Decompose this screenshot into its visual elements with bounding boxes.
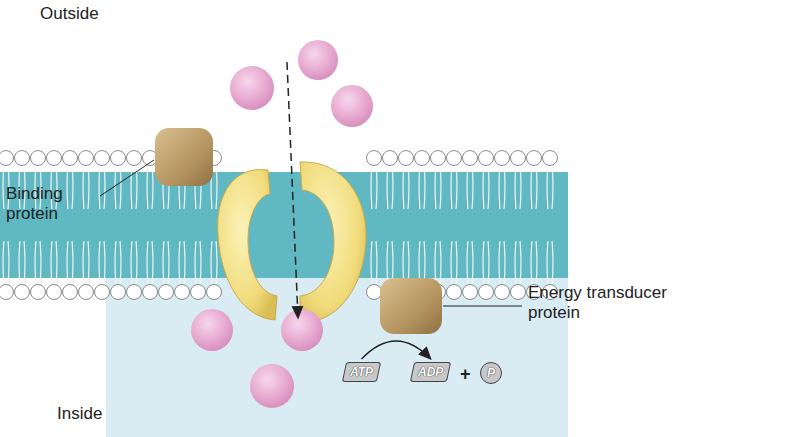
phosphate-circle: P: [480, 362, 502, 384]
transporter-half: [218, 170, 277, 320]
region-label: Inside: [57, 404, 102, 424]
plus-sign: +: [460, 364, 471, 385]
transport-path: [287, 62, 298, 318]
part-label: Binding protein: [6, 184, 106, 223]
leader-line: [443, 306, 522, 307]
region-label: Outside: [40, 4, 99, 24]
molecule-name: P: [487, 366, 495, 380]
reaction-arrow: [362, 341, 431, 359]
molecule-tag: ATP: [342, 362, 381, 382]
molecule-tag: ADP: [410, 362, 452, 382]
transporter-half: [300, 162, 366, 322]
transducer-protein: [380, 278, 442, 334]
lipid-bilayer: [0, 151, 558, 300]
leader-line: [100, 160, 154, 196]
solute-molecules: [191, 40, 373, 408]
binding-protein: [155, 128, 213, 186]
molecule-name: ADP: [418, 365, 443, 379]
part-label: Energy transducer protein: [528, 283, 668, 322]
molecule-name: ATP: [350, 365, 373, 379]
